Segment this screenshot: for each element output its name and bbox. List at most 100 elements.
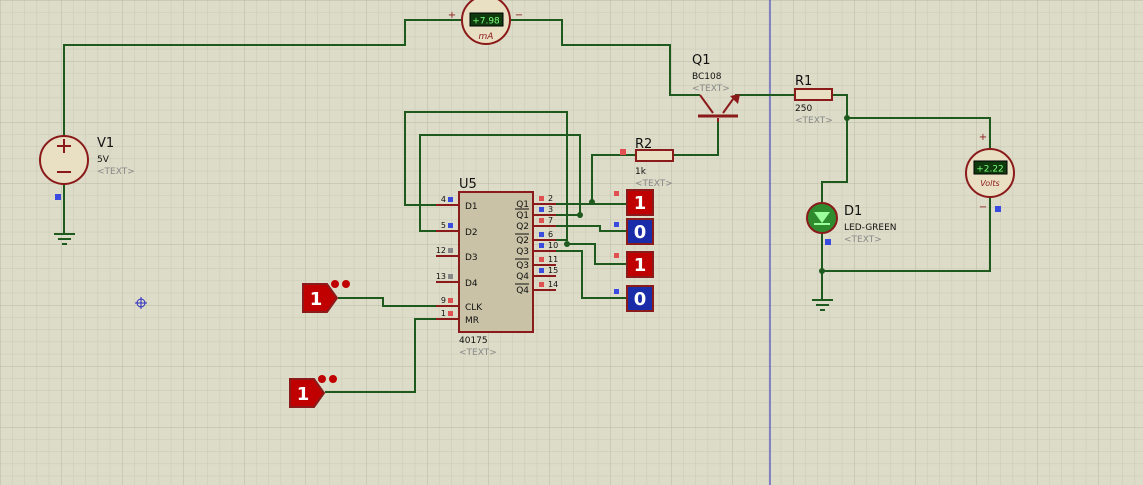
- crosshair-cursor-icon: [135, 297, 147, 309]
- logic-probe-value: 0: [634, 289, 647, 310]
- logic-probe-value: 1: [634, 255, 647, 276]
- ic-right-pin-number: 10: [548, 241, 558, 250]
- ic-pin-state-marker: [539, 196, 544, 201]
- v1-source[interactable]: V1 5V <TEXT>: [39, 135, 135, 200]
- ic-left-pin-number: 1: [441, 309, 446, 318]
- ic-left-pin-number: 4: [441, 195, 446, 204]
- ic-pin-state-marker: [448, 298, 453, 303]
- d1-ref: D1: [844, 204, 862, 219]
- ic-right-pin-number: 3: [548, 205, 553, 214]
- ammeter-plus: +: [448, 10, 456, 21]
- ground-symbol-v1: [54, 233, 75, 245]
- ic-right-pin-number: 6: [548, 230, 553, 239]
- ammeter-unit: mA: [479, 32, 494, 42]
- ic-right-pin-label: Q3: [516, 247, 529, 257]
- r1-ref: R1: [795, 74, 812, 89]
- q1-transistor[interactable]: Q1 BC108 <TEXT>: [692, 53, 740, 122]
- logic-state-sources: 11: [289, 280, 350, 408]
- logic-probe[interactable]: 0: [614, 218, 654, 245]
- logic-probe[interactable]: 0: [614, 285, 654, 312]
- voltmeter-pin-marker: [995, 206, 1001, 212]
- logic-probe-value: 0: [634, 222, 647, 243]
- ic-pin-state-marker: [539, 243, 544, 248]
- voltmeter-reading: +2.22: [976, 165, 1004, 175]
- d1-text: <TEXT>: [844, 235, 882, 245]
- u5-ref: U5: [459, 177, 477, 192]
- r2-resistor[interactable]: R2 1k <TEXT>: [620, 137, 674, 189]
- ic-right-pin-label: Q3: [516, 261, 529, 271]
- toggle-dot-icon: [342, 280, 350, 288]
- ammeter[interactable]: +7.98 mA + −: [448, 0, 523, 45]
- ammeter-minus: −: [515, 10, 523, 21]
- q1-text: <TEXT>: [692, 84, 730, 94]
- voltmeter-unit: Volts: [980, 179, 999, 188]
- ic-right-pin-label: Q1: [516, 211, 529, 221]
- ic-right-pin-number: 2: [548, 194, 553, 203]
- logic-probes: 1 0 1 0: [614, 189, 654, 312]
- junction-dots: [564, 115, 850, 274]
- logic-probe-value: 1: [634, 193, 647, 214]
- ic-left-pin-label: MR: [465, 316, 479, 326]
- u5-ic[interactable]: U5 40175 <TEXT> 4D15D212D313D49CLK1MR2Q1…: [436, 177, 558, 358]
- ic-pin-state-marker: [539, 218, 544, 223]
- r1-value: 250: [795, 104, 812, 114]
- v1-value: 5V: [97, 155, 110, 165]
- ic-pin-state-marker: [539, 282, 544, 287]
- u5-value: 40175: [459, 336, 488, 346]
- r2-pin-marker: [620, 149, 626, 155]
- d1-pin-marker: [825, 239, 831, 245]
- ground-symbol-d1: [812, 299, 833, 311]
- ic-right-pin-label: Q1: [516, 200, 529, 210]
- v1-text: <TEXT>: [97, 167, 135, 177]
- logic-state-value: 1: [297, 384, 310, 405]
- ic-right-pin-label: Q4: [516, 272, 529, 282]
- ic-right-pin-number: 11: [548, 255, 558, 264]
- wires: [63, 19, 991, 393]
- ic-pin-state-marker: [448, 197, 453, 202]
- toggle-dot-icon: [329, 375, 337, 383]
- r2-value: 1k: [635, 167, 647, 177]
- d1-value: LED-GREEN: [844, 223, 897, 233]
- toggle-dot-icon: [318, 375, 326, 383]
- probe-pin-marker: [614, 253, 619, 258]
- toggle-dot-icon: [331, 280, 339, 288]
- r2-ref: R2: [635, 137, 652, 152]
- logic-state-source[interactable]: 1: [302, 280, 350, 313]
- ic-left-pin-number: 12: [436, 246, 446, 255]
- probe-pin-marker: [614, 222, 619, 227]
- ic-left-pin-label: CLK: [465, 303, 483, 313]
- d1-led[interactable]: D1 LED-GREEN <TEXT>: [806, 202, 897, 245]
- ic-right-pin-number: 14: [548, 280, 558, 289]
- ic-right-pin-number: 7: [548, 216, 553, 225]
- ic-pin-state-marker: [448, 274, 453, 279]
- ic-pin-state-marker: [539, 268, 544, 273]
- logic-probe[interactable]: 1: [614, 189, 654, 216]
- ammeter-reading: +7.98: [472, 17, 500, 27]
- voltmeter-plus: +: [979, 132, 987, 143]
- voltmeter[interactable]: +2.22 Volts + −: [965, 132, 1015, 213]
- ic-left-pin-label: D3: [465, 253, 478, 263]
- q1-value: BC108: [692, 72, 722, 82]
- r1-resistor[interactable]: R1 250 <TEXT>: [794, 74, 833, 126]
- ic-pin-state-marker: [539, 232, 544, 237]
- ic-right-pin-label: Q2: [516, 222, 529, 232]
- ic-right-pin-number: 15: [548, 266, 558, 275]
- ic-left-pin-number: 9: [441, 296, 446, 305]
- v1-pin-marker: [55, 194, 61, 200]
- u5-text: <TEXT>: [459, 348, 497, 358]
- logic-probe[interactable]: 1: [614, 251, 654, 278]
- ic-left-pin-number: 13: [436, 272, 446, 281]
- r1-text: <TEXT>: [795, 116, 833, 126]
- ic-pin-state-marker: [539, 257, 544, 262]
- ic-left-pin-label: D1: [465, 202, 478, 212]
- ic-right-pin-label: Q4: [516, 286, 529, 296]
- probe-pin-marker: [614, 191, 619, 196]
- ic-right-pin-label: Q2: [516, 236, 529, 246]
- ic-pin-state-marker: [539, 207, 544, 212]
- q1-ref: Q1: [692, 53, 711, 68]
- ic-left-pin-number: 5: [441, 221, 446, 230]
- logic-state-source[interactable]: 1: [289, 375, 337, 408]
- logic-state-value: 1: [310, 289, 323, 310]
- voltmeter-minus: −: [979, 202, 987, 213]
